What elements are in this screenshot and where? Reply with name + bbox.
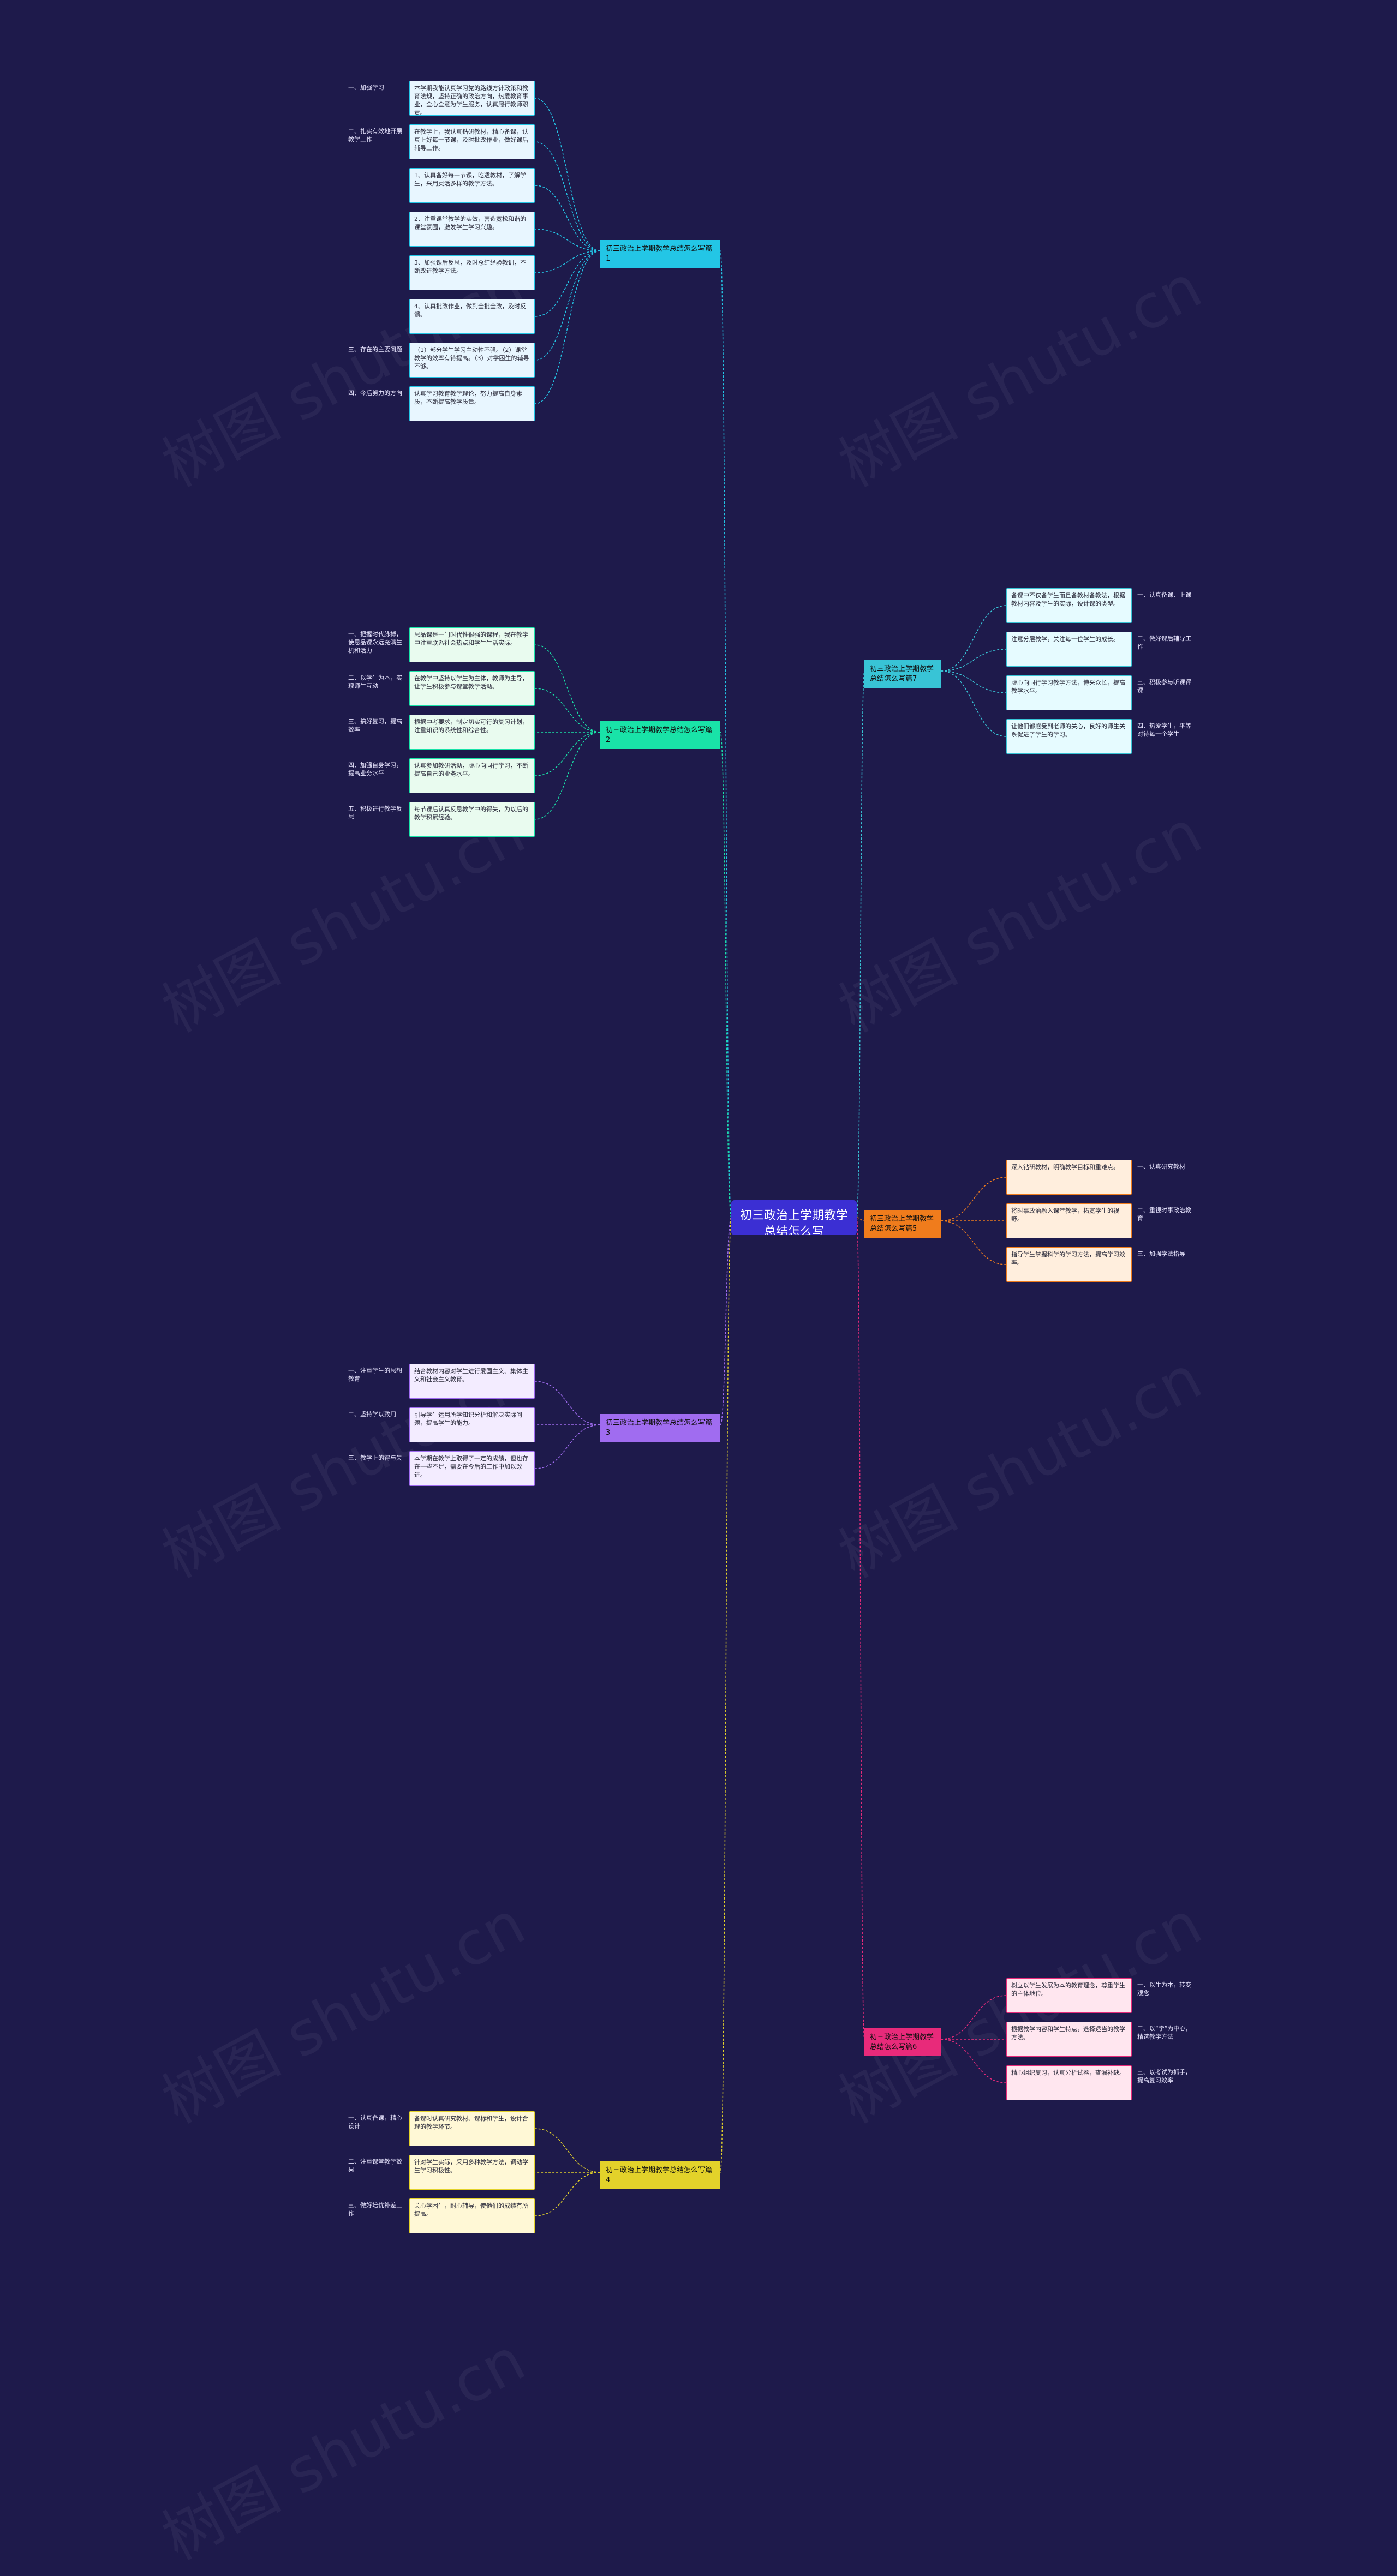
connector-line [534,250,601,361]
leaf-node[interactable]: 认真学习教育教学理论，努力提高自身素质，不断提高教学质量。 [409,386,535,421]
leaf-label: 一、把握时代脉搏，使思品课永远充满生机和活力 [348,631,402,654]
leaf-node[interactable]: 认真参加教研活动，虚心向同行学习，不断提高自己的业务水平。 [409,758,535,793]
connector-line [720,732,732,1218]
connector-line [534,1381,601,1425]
connector-line [856,1217,865,1221]
leaf-node[interactable]: 1、认真备好每一节课，吃透教材，了解学生，采用灵活多样的教学方法。 [409,168,535,203]
leaf-label: 二、注重课堂教学效果 [348,2158,402,2173]
leaf-node[interactable]: 结合教材内容对学生进行爱国主义、集体主义和社会主义教育。 [409,1364,535,1399]
leaf-node[interactable]: 在教学中坚持以学生为主体，教师为主导，让学生积极参与课堂教学活动。 [409,671,535,706]
branch-node-5[interactable]: 初三政治上学期教学总结怎么写篇5 [864,1210,941,1238]
leaf-label: 四、加强自身学习，提高业务水平 [348,762,402,777]
connector-line [534,2128,601,2173]
leaf-node[interactable]: 让他们都感受到老师的关心，良好的师生关系促进了学生的学习。 [1006,719,1132,754]
leaf-node[interactable]: 将时事政治融入课堂教学，拓宽学生的视野。 [1006,1203,1132,1238]
connector-line [534,141,601,251]
leaf-label: 四、热爱学生，平等对待每一个学生 [1137,722,1191,738]
connector-line [534,732,601,776]
connector-line [940,1177,1007,1221]
leaf-node[interactable]: 根据中考要求，制定切实可行的复习计划，注重知识的系统性和综合性。 [409,715,535,750]
connector-line [534,185,601,251]
connector-line [534,688,601,733]
leaf-node[interactable]: （1）部分学生学习主动性不强。（2）课堂教学的效率有待提高。（3）对学困生的辅导… [409,343,535,378]
connector-line [534,1424,601,1469]
leaf-label: 四、今后努力的方向 [348,390,402,397]
leaf-label: 二、以学生为本，实现师生互动 [348,674,402,690]
branch-node-2[interactable]: 初三政治上学期教学总结怎么写篇2 [600,721,720,750]
connector-line [534,229,601,251]
leaf-node[interactable]: 树立以学生发展为本的教育理念，尊重学生的主体地位。 [1006,1978,1132,2013]
connector-line [856,1217,865,2040]
leaf-node[interactable]: 在教学上，我认真钻研教材，精心备课，认真上好每一节课，及时批改作业，做好课后辅导… [409,124,535,159]
leaf-node[interactable]: 2、注重课堂教学的实效，营造宽松和谐的课堂氛围，激发学生学习兴趣。 [409,212,535,247]
branch-node-6[interactable]: 初三政治上学期教学总结怎么写篇6 [864,2028,941,2057]
root-node[interactable]: 初三政治上学期教学总结怎么写 [731,1200,857,1235]
connector-line [940,605,1007,672]
leaf-node[interactable]: 指导学生掌握科学的学习方法，提高学习效率。 [1006,1247,1132,1282]
leaf-label: 一、以生为本，转变观念 [1137,1981,1191,1997]
connector-line [534,2172,601,2216]
leaf-label: 三、以考试为抓手，提高复习效率 [1137,2069,1191,2084]
leaf-label: 三、教学上的得与失 [348,1454,402,1461]
branch-node-1[interactable]: 初三政治上学期教学总结怎么写篇1 [600,240,720,268]
leaf-node[interactable]: 4、认真批改作业，做到全批全改，及时反馈。 [409,299,535,334]
leaf-label: 一、认真备课，精心设计 [348,2114,402,2130]
connector-line [534,98,601,251]
connector-line [940,670,1007,737]
leaf-node[interactable]: 根据教学内容和学生特点，选择适当的教学方法。 [1006,2022,1132,2057]
branch-node-4[interactable]: 初三政治上学期教学总结怎么写篇4 [600,2161,720,2190]
leaf-label: 二、以“学”为中心，精选教学方法 [1137,2025,1192,2040]
leaf-node[interactable]: 本学期我能认真学习党的路线方针政策和教育法规，坚持正确的政治方向，热爱教育事业，… [409,81,535,116]
connector-line [720,1217,732,1425]
leaf-label: 三、搞好复习，提高效率 [348,718,402,733]
connector-line [720,250,732,1218]
leaf-label: 一、注重学生的思想教育 [348,1367,402,1382]
connector-line [856,670,865,1218]
leaf-node[interactable]: 关心学困生，耐心辅导，使他们的成绩有所提高。 [409,2198,535,2233]
leaf-node[interactable]: 针对学生实际，采用多种教学方法，调动学生学习积极性。 [409,2155,535,2190]
connector-line [534,250,601,404]
leaf-label: 二、扎实有效地开展教学工作 [348,128,402,143]
leaf-node[interactable]: 引导学生运用所学知识分析和解决实际问题，提高学生的能力。 [409,1407,535,1442]
leaf-label: 二、做好课后辅导工作 [1137,635,1191,650]
leaf-label: 一、认真备课、上课 [1137,591,1191,598]
leaf-node[interactable]: 思品课是一门时代性很强的课程，我在教学中注重联系社会热点和学生生活实际。 [409,627,535,662]
leaf-node[interactable]: 每节课后认真反思教学中的得失，为以后的教学积累经验。 [409,802,535,837]
connector-line [534,250,601,273]
leaf-label: 三、做好培优补差工作 [348,2202,402,2217]
connector-line [940,1220,1007,1265]
branch-node-3[interactable]: 初三政治上学期教学总结怎么写篇3 [600,1414,720,1442]
connector-line [940,670,1007,693]
leaf-node[interactable]: 备课中不仅备学生而且备教材备教法，根据教材内容及学生的实际，设计课的类型。 [1006,588,1132,623]
leaf-label: 三、存在的主要问题 [348,346,402,353]
connector-line [534,732,601,820]
leaf-node[interactable]: 3、加强课后反思，及时总结经验教训，不断改进教学方法。 [409,255,535,290]
leaf-label: 三、积极参与听课评课 [1137,679,1191,694]
leaf-node[interactable]: 深入钻研教材，明确教学目标和重难点。 [1006,1160,1132,1195]
leaf-label: 一、认真研究教材 [1137,1163,1185,1170]
leaf-node[interactable]: 注意分层教学，关注每一位学生的成长。 [1006,632,1132,667]
connector-line [940,2039,1007,2083]
leaf-label: 二、重视时事政治教育 [1137,1207,1191,1222]
leaf-label: 三、加强学法指导 [1137,1250,1185,1257]
connector-line [940,649,1007,672]
leaf-node[interactable]: 虚心向同行学习教学方法，博采众长，提高教学水平。 [1006,675,1132,710]
leaf-label: 五、积极进行教学反思 [348,805,402,820]
connector-line [534,250,601,317]
connector-line [940,1995,1007,2040]
leaf-label: 二、坚持学以致用 [348,1411,396,1418]
connector-line [534,644,601,733]
branch-node-7[interactable]: 初三政治上学期教学总结怎么写篇7 [864,660,941,688]
connector-line [720,1217,732,2173]
leaf-node[interactable]: 备课时认真研究教材、课标和学生，设计合理的教学环节。 [409,2111,535,2146]
leaf-node[interactable]: 本学期在教学上取得了一定的成绩，但也存在一些不足，需要在今后的工作中加以改进。 [409,1451,535,1486]
leaf-node[interactable]: 精心组织复习，认真分析试卷，查漏补缺。 [1006,2065,1132,2100]
leaf-label: 一、加强学习 [348,84,384,91]
